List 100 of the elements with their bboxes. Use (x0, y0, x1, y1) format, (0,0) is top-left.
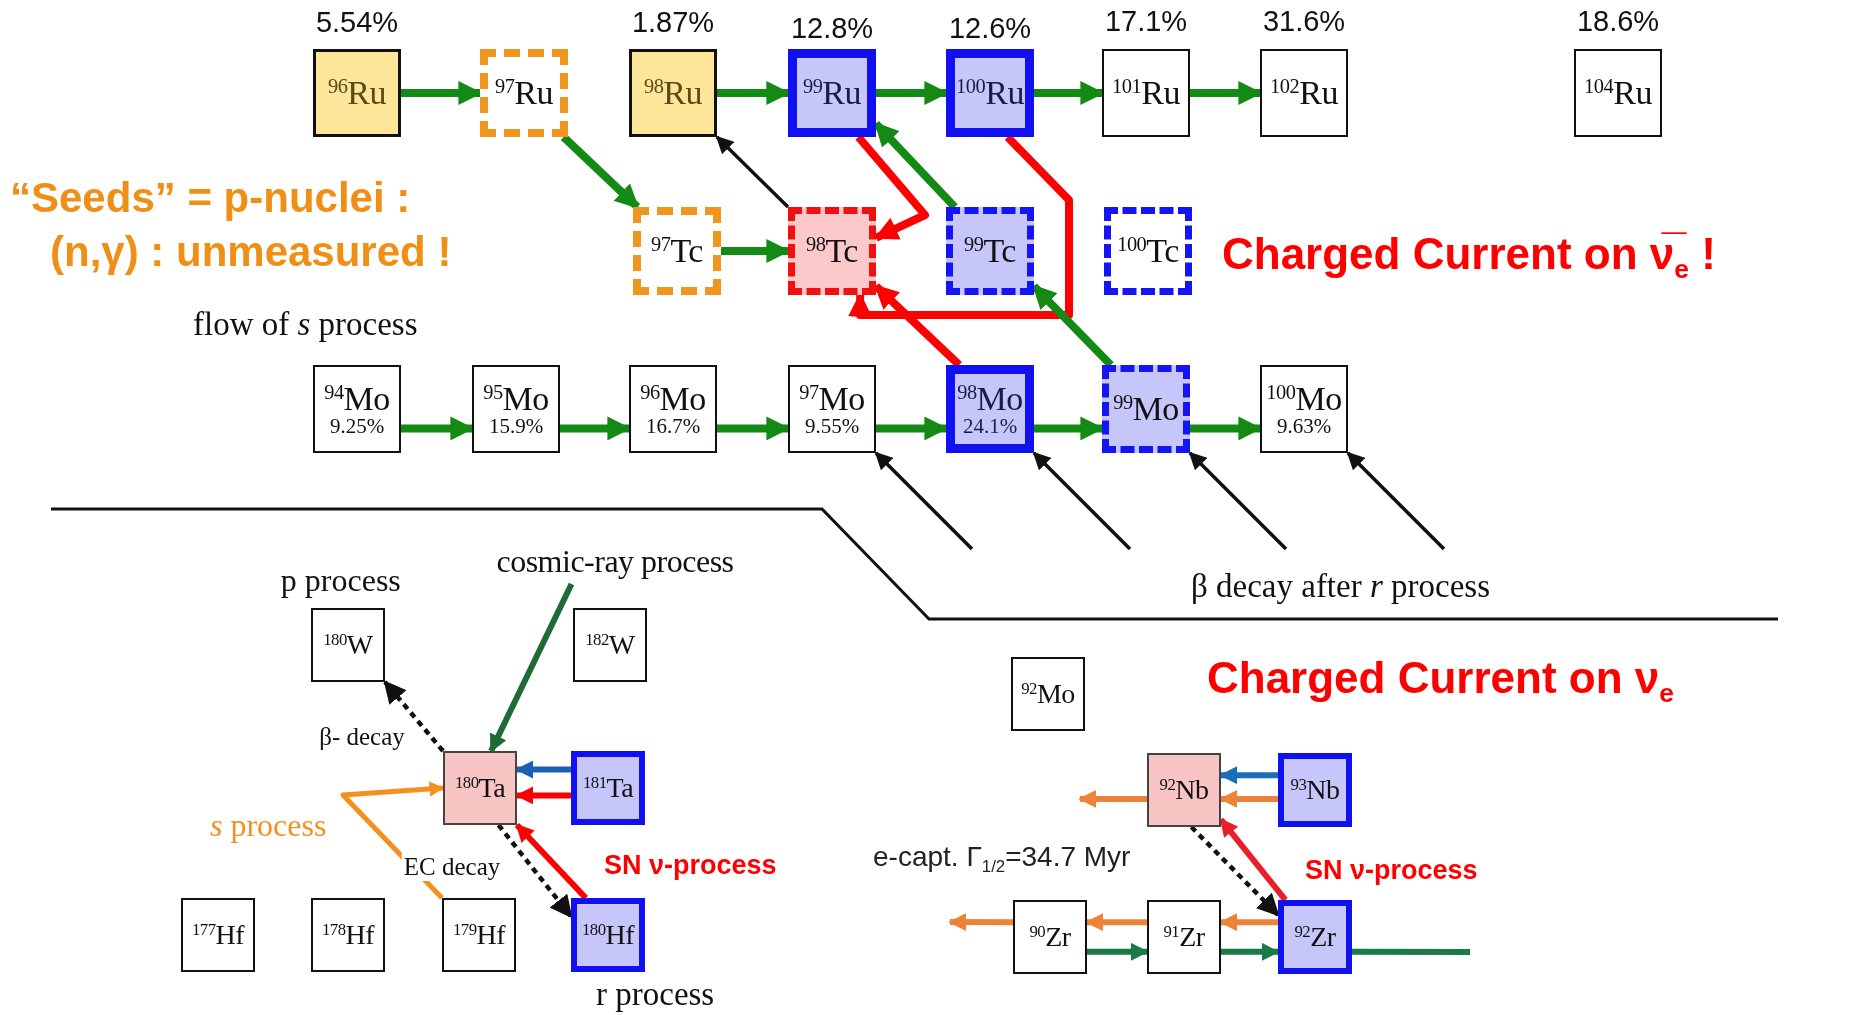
arrow (560, 134, 641, 210)
nuclide-symbol: $^{98}$Mo (957, 380, 1023, 417)
nuclide-box (946, 207, 1034, 295)
abundance-value: 9.25% (329, 416, 385, 438)
nuclide-box (633, 207, 721, 295)
arrow (1031, 283, 1114, 368)
arrow (1346, 451, 1446, 551)
process-label: p process (280, 562, 401, 599)
nuclide-box (443, 751, 517, 825)
arrow (1190, 81, 1263, 105)
nuclide-box (1260, 365, 1348, 453)
nuclide-symbol: $^{96}$Ru (327, 75, 387, 111)
abundance-value: 17.1% (1104, 5, 1188, 38)
dashed-arrow (383, 680, 445, 753)
nuclide-box (1147, 753, 1221, 827)
dashed-arrow (496, 823, 573, 919)
arrow (876, 416, 949, 441)
nuclide-symbol: $^{182}$W (585, 630, 635, 660)
abundance-value: 1.87% (631, 6, 715, 39)
note-text: (n,γ) : unmeasured ! (50, 229, 452, 276)
nuclide-symbol: $^{100}$Mo (1266, 380, 1342, 417)
arrow (514, 822, 588, 901)
nuclide-box (1011, 657, 1085, 731)
nuclide-box (788, 207, 876, 295)
abundance-value: 9.63% (1276, 416, 1332, 438)
abundance-value: 12.8% (790, 12, 874, 45)
nuclide-symbol: $^{177}$Hf (191, 920, 245, 950)
nuclide-box (1278, 900, 1352, 974)
nuclide-symbol: $^{101}$Ru (1112, 75, 1180, 111)
nuclide-symbol: $^{99}$Tc (964, 233, 1016, 269)
nuclide-symbol: $^{92}$Nb (1159, 775, 1209, 805)
nuclide-symbol: $^{97}$Tc (651, 233, 703, 269)
arrow (721, 239, 791, 263)
process-label: β decay after r process (1191, 568, 1490, 605)
nuclide-symbol: $^{97}$Ru (494, 75, 554, 111)
arrow (715, 135, 790, 209)
nuclide-symbol: $^{92}$Zr (1294, 922, 1336, 952)
nuclide-symbol: $^{95}$Mo (483, 380, 549, 417)
nuclide-symbol: $^{96}$Mo (640, 380, 706, 417)
nuclide-symbol: $^{94}$Mo (324, 380, 390, 417)
arrow (401, 416, 475, 441)
dashed-arrow (1189, 825, 1280, 917)
nuclide-box (311, 898, 385, 972)
nuclide-symbol: $^{98}$Ru (643, 75, 703, 111)
nuclide-symbol: $^{180}$Ta (454, 773, 506, 803)
nuclide-symbol: $^{93}$Nb (1290, 775, 1340, 805)
nuclide-symbol: $^{91}$Zr (1163, 922, 1205, 952)
nuclide-symbol: $^{97}$Mo (799, 380, 865, 417)
nuclide-box (1104, 207, 1192, 295)
nuclide-box (1102, 365, 1190, 453)
process-label: SN ν-process (1305, 856, 1478, 886)
heading-text: Charged Current on ν$_{e}$ (1207, 654, 1674, 703)
nuclide-box (1013, 900, 1087, 974)
arrow (488, 582, 575, 753)
nuclide-box (181, 898, 255, 972)
abundance-value: 16.7% (645, 416, 701, 438)
nuclide-symbol: $^{98}$Tc (806, 233, 858, 269)
arrow (1218, 817, 1288, 902)
arrow (1087, 942, 1149, 961)
nuclide-box (571, 898, 645, 972)
process-label: SN ν-process (604, 851, 777, 881)
arrow (874, 451, 974, 551)
arrow (948, 913, 1013, 932)
nuclide-symbol: $^{178}$Hf (321, 920, 375, 950)
process-label: s process (210, 808, 327, 844)
note-text: “Seeds” = p-nuclei : (10, 175, 411, 222)
nuclide-symbol: $^{100}$Tc (1117, 233, 1179, 269)
nuclide-box (442, 898, 516, 972)
nuclide-symbol: $^{99}$Mo (1113, 391, 1179, 427)
abundance-value: 31.6% (1262, 5, 1346, 38)
nuclide-symbol: $^{179}$Hf (452, 920, 506, 950)
nuclide-symbol: $^{90}$Zr (1029, 922, 1071, 952)
nuclide-symbol: $^{102}$Ru (1270, 75, 1338, 111)
half-life-label: e-capt. Γ$_{1/2}$=34.7 Myr (873, 842, 1131, 873)
nuclide-box (472, 365, 560, 453)
nuclide-box (788, 365, 876, 453)
edge-label: EC decay (401, 853, 503, 881)
nuclide-box (571, 751, 645, 825)
nuclide-symbol: $^{181}$Ta (582, 773, 634, 803)
flow-line (1352, 948, 1470, 955)
nuclide-symbol: $^{180}$Hf (581, 920, 635, 950)
nuclide-symbol: $^{92}$Mo (1021, 679, 1075, 709)
nuclide-box (946, 365, 1034, 453)
arrow (1221, 942, 1280, 961)
process-text: cosmic-ray process (496, 545, 734, 579)
arrow (1032, 451, 1132, 551)
arrow (717, 416, 791, 441)
nuclide-box (1278, 753, 1352, 827)
abundance-value: 5.54% (315, 6, 399, 39)
nuclide-box (480, 49, 568, 137)
abundance-value: 24.1% (962, 416, 1018, 438)
abundance-value: 12.6% (948, 12, 1032, 45)
process-label: flow of s process (193, 306, 418, 343)
abundance-value: 18.6% (1576, 5, 1660, 38)
nuclide-symbol: $^{99}$Ru (802, 75, 862, 111)
arrow (1078, 790, 1147, 808)
process-label: r process (596, 976, 715, 1013)
nuclide-symbol: $^{180}$W (323, 630, 373, 660)
abundance-value: 15.9% (488, 416, 544, 438)
nuclide-symbol: $^{100}$Ru (956, 75, 1024, 111)
